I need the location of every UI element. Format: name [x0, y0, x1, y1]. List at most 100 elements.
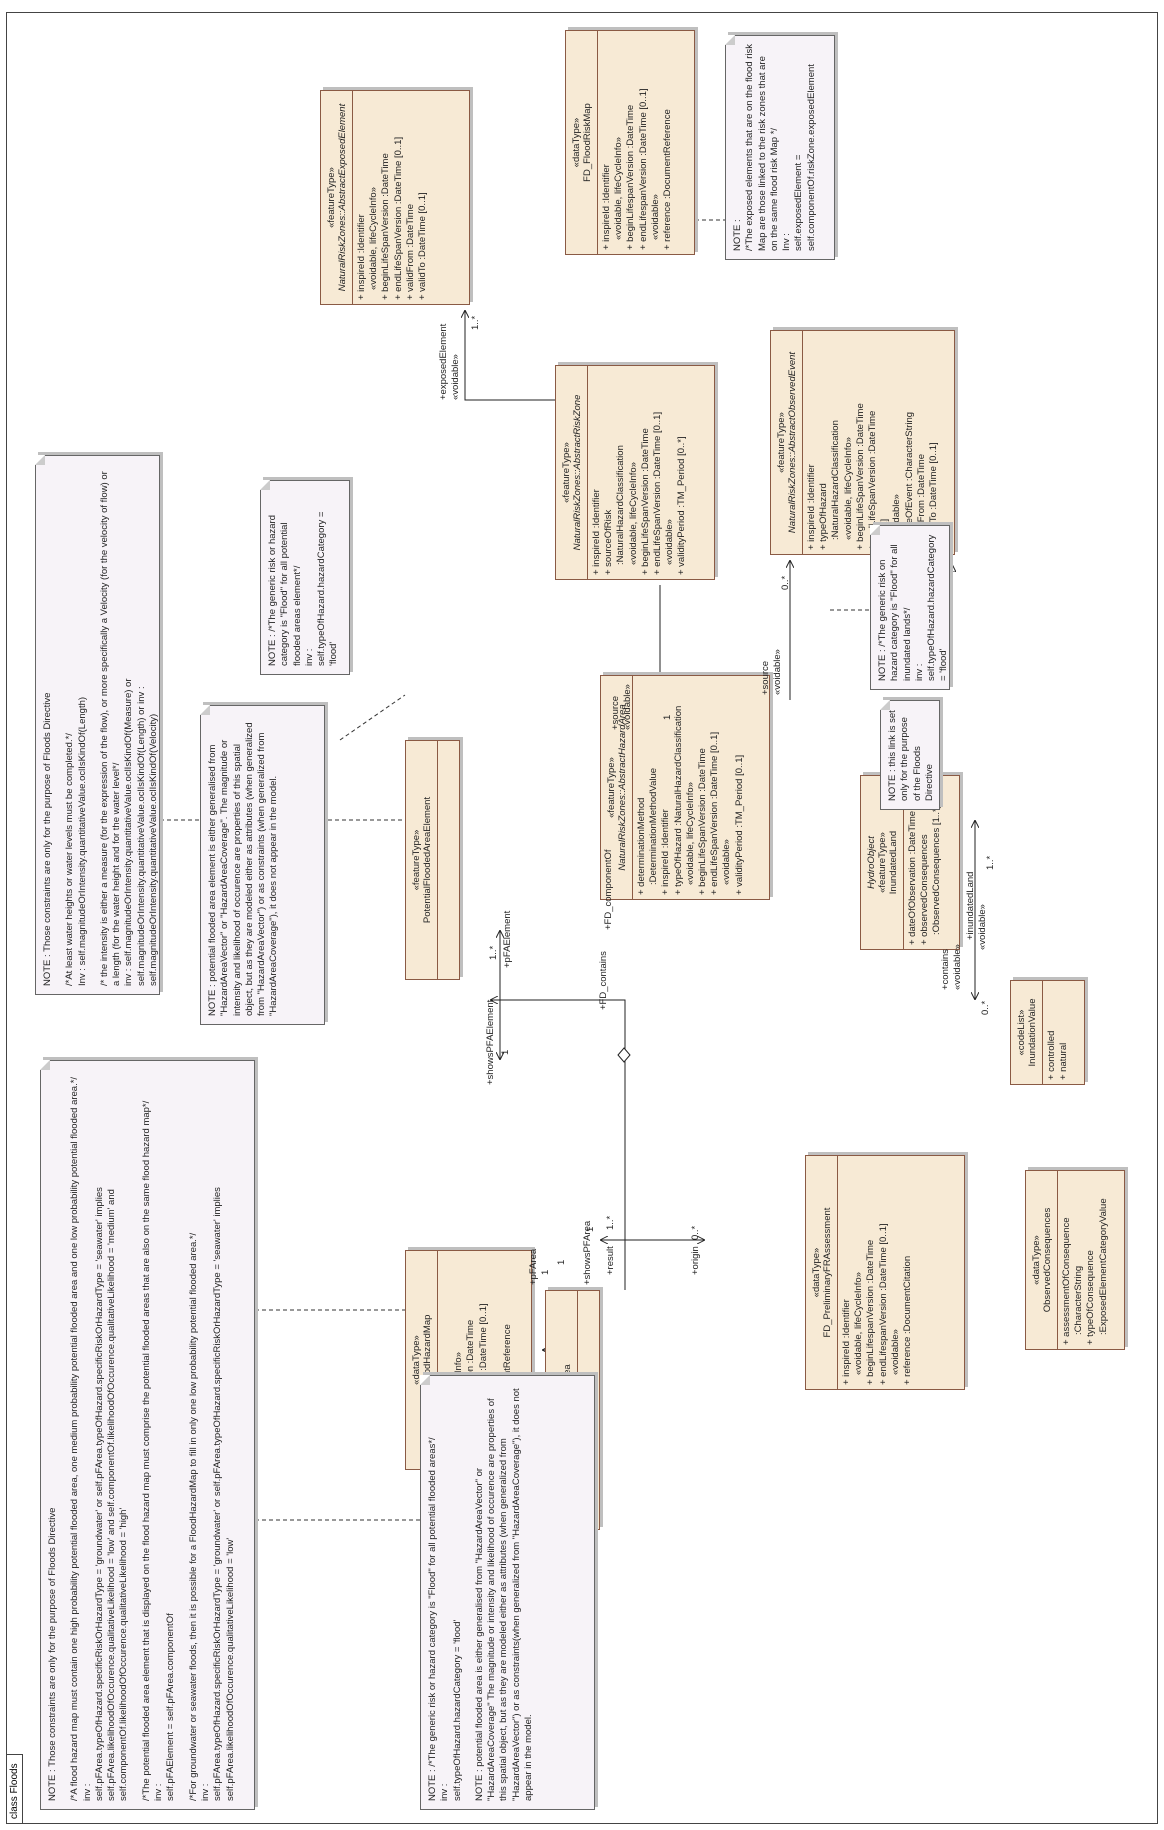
- attribute-row: «voidable, lifeCycleInfo»: [627, 462, 639, 565]
- attribute-row: + beginLifeSpanVersion :DateTime: [854, 403, 866, 550]
- attribute-row: «voidable»: [889, 1329, 901, 1375]
- attribute-row: + beginLifeSpanVersion :DateTime: [380, 153, 392, 300]
- note-flood-hazard-map-constraints: NOTE : Those constraints are only for th…: [40, 1060, 255, 1810]
- attribute-row: :CharacterString: [1073, 1265, 1085, 1335]
- label-voidable-a: «voidable»: [622, 684, 633, 730]
- class-observed-consequences[interactable]: «dataType»ObservedConsequences + assessm…: [1025, 1170, 1125, 1350]
- label-mult-1star-c: 1..*: [470, 315, 481, 330]
- label-result: +result: [605, 1246, 616, 1275]
- stereotype: «featureType»: [776, 412, 787, 473]
- label-source-a: +source: [610, 695, 621, 730]
- stereotype: «featureType»: [411, 829, 422, 891]
- attribute-row: + inspireId :Identifier: [806, 464, 817, 550]
- attribute-row: + inspireId :Identifier: [356, 214, 367, 300]
- class-name: NaturalRiskZones::AbstractRiskZone: [572, 394, 583, 551]
- class-fd-flood-risk-map[interactable]: «dataType»FD_FloodRiskMap + inspireId :I…: [565, 30, 695, 255]
- attribute-row: + inspireId :Identifier: [601, 164, 612, 250]
- attribute-list: + assessmentOfConsequence:CharacterStrin…: [1058, 1171, 1114, 1349]
- attribute-row: + inspireId :Identifier: [660, 809, 672, 895]
- label-mult-1-pfa: 1: [556, 1259, 567, 1265]
- attribute-row: + validFrom :DateTime: [915, 454, 927, 550]
- assoc-pfa-pfae: [490, 1000, 626, 1290]
- attribute-row: :DeterminationMethodValue: [648, 767, 660, 885]
- label-inundated-land: +inundatedLand: [965, 871, 976, 940]
- label-mult-0star-a: 0..*: [690, 1225, 701, 1240]
- attribute-list: + inspireId :Identifier+ typeOfHazard:Na…: [803, 331, 944, 554]
- note-text: NOTE : /*The generic risk or hazard cate…: [267, 511, 340, 666]
- attribute-row: «voidable»: [891, 494, 903, 540]
- label-pfaelement: +pFAElement: [502, 910, 513, 968]
- label-mult-1star-a: 1..*: [488, 945, 499, 960]
- label-mult-1star-d: 1..*: [985, 855, 996, 870]
- label-source-b: +source: [760, 660, 771, 695]
- label-mult-1-c: 1: [500, 1049, 511, 1055]
- stereotype: «codeList»: [1016, 1009, 1027, 1056]
- attribute-row: «voidable, lifeCycleInfo»: [684, 782, 696, 885]
- note-text: NOTE : Those constraints are only for th…: [47, 1507, 58, 1801]
- attribute-row: :NaturalHazardClassification: [615, 445, 627, 565]
- label-voidable-b: «voidable»: [772, 649, 783, 695]
- note-magnitude-constraints: NOTE : Those constraints are only for th…: [35, 455, 160, 995]
- attribute-row: «voidable»: [721, 839, 733, 885]
- note-text: NOTE : potential flooded area is either …: [473, 1385, 535, 1801]
- class-fd-preliminary-fr-assessment[interactable]: «dataType»FD_PreliminaryFRAssessment + i…: [805, 1155, 965, 1390]
- label-mult-0star-b: 0..*: [780, 575, 791, 590]
- note-text: NOTE : Those constraints are only for th…: [42, 692, 53, 986]
- attribute-row: + inspireId :Identifier: [841, 1299, 852, 1385]
- class-name: FD_FloodRiskMap: [582, 103, 593, 182]
- label-voidable-d: «voidable»: [952, 944, 963, 990]
- aggregation-diamond: [617, 1047, 631, 1063]
- attribute-row: «voidable»: [649, 194, 661, 240]
- attribute-row: + validityPeriod :TM_Period [0..1]: [733, 754, 745, 895]
- class-potential-flooded-area-element[interactable]: «featureType»PotentialFloodedAreaElement: [405, 740, 460, 980]
- stereotype: «dataType»: [1031, 1235, 1042, 1285]
- class-abstract-observed-event[interactable]: «featureType»NaturalRiskZones::AbstractO…: [770, 330, 955, 555]
- stereotype: «dataType»: [811, 1247, 822, 1298]
- class-inundation-value[interactable]: «codeList»InundationValue + controlled+ …: [1010, 980, 1085, 1085]
- label-mult-1-b: 1: [585, 1226, 596, 1232]
- note-text: NOTE : /*The generic risk or hazard cate…: [427, 1437, 463, 1801]
- attribute-row: + typeOfHazard: [818, 483, 830, 550]
- label-fd-componentof: +FD_componentOf: [603, 849, 614, 930]
- attribute-row: «voidable, lifeCycleInfo»: [613, 137, 625, 240]
- note-text: /*For groundwater or seawater floods, th…: [187, 1187, 236, 1801]
- attribute-list: + determinationMethod:DeterminationMetho…: [633, 676, 750, 899]
- attribute-row: + endLifeSpanVersion :DateTime: [867, 410, 879, 550]
- attribute-row: «voidable»: [664, 519, 676, 565]
- label-pfarea: +pFArea: [528, 1248, 539, 1285]
- label-voidable-c: «voidable»: [450, 354, 461, 400]
- note-text: NOTE : this link is set only for the pur…: [887, 707, 935, 801]
- note-exposed-elements: NOTE : /*The exposed elements that are o…: [725, 35, 835, 260]
- attribute-row: + beginLifespanVersion :DateTime: [865, 1239, 877, 1385]
- attribute-row: :ExposedElementCategoryValue: [1097, 1198, 1109, 1335]
- attribute-row: :NaturalHazardClassification: [830, 420, 842, 540]
- attribute-row: + beginLifeSpanVersion :DateTime: [639, 428, 651, 575]
- note-potential-flooded-area: NOTE : /*The generic risk or hazard cate…: [420, 1375, 595, 1810]
- attribute-row: + endLifeSpanVersion :DateTime [0..1]: [709, 731, 721, 895]
- stereotype: «featureType»: [561, 442, 572, 503]
- note-flood-category-inundated-land: NOTE : /*The generic risk on hazard cate…: [870, 525, 950, 690]
- note-text: NOTE : /*The generic risk on hazard cate…: [877, 534, 950, 681]
- label-mult-1-d: 1: [662, 714, 673, 720]
- note-text: /*The potential flooded area element tha…: [140, 1100, 177, 1801]
- attribute-row: «voidable, lifeCycleInfo»: [842, 437, 854, 540]
- stereotype: «featureType»: [326, 167, 337, 228]
- attribute-row: + endLifeSpanVersion :DateTime [0..1]: [392, 136, 404, 300]
- class-abstract-exposed-element[interactable]: «featureType»NaturalRiskZones::AbstractE…: [320, 90, 470, 305]
- attribute-list: + inspireId :Identifier«voidable, lifeCy…: [598, 31, 678, 254]
- attribute-row: + typeOfConsequence: [1085, 1250, 1097, 1345]
- assoc-arz-aee: [465, 310, 560, 401]
- class-abstract-risk-zone[interactable]: «featureType»NaturalRiskZones::AbstractR…: [555, 365, 715, 580]
- note-flood-category-pfae: NOTE : /*The generic risk or hazard cate…: [260, 480, 350, 675]
- attribute-row: + endLifeSpanVersion :DateTime [0..1]: [652, 411, 664, 575]
- class-name: FD_PreliminaryFRAssessment: [822, 1207, 833, 1338]
- label-mult-1-a: 1: [540, 1269, 551, 1275]
- parent-package-label: HydroObject: [866, 836, 877, 889]
- attribute-row: + assessmentOfConsequence: [1061, 1217, 1072, 1345]
- note-text: /*At least water heights or water levels…: [64, 696, 88, 986]
- attribute-row: + natural: [1058, 1042, 1070, 1080]
- attribute-row: + validTo :DateTime [0..1]: [417, 192, 429, 300]
- attribute-row: + typeOfHazard :NaturalHazardClassificat…: [672, 705, 684, 895]
- note-link-n5-pfae: [339, 694, 406, 741]
- attribute-row: + nameOfEvent :CharacterString: [903, 411, 915, 550]
